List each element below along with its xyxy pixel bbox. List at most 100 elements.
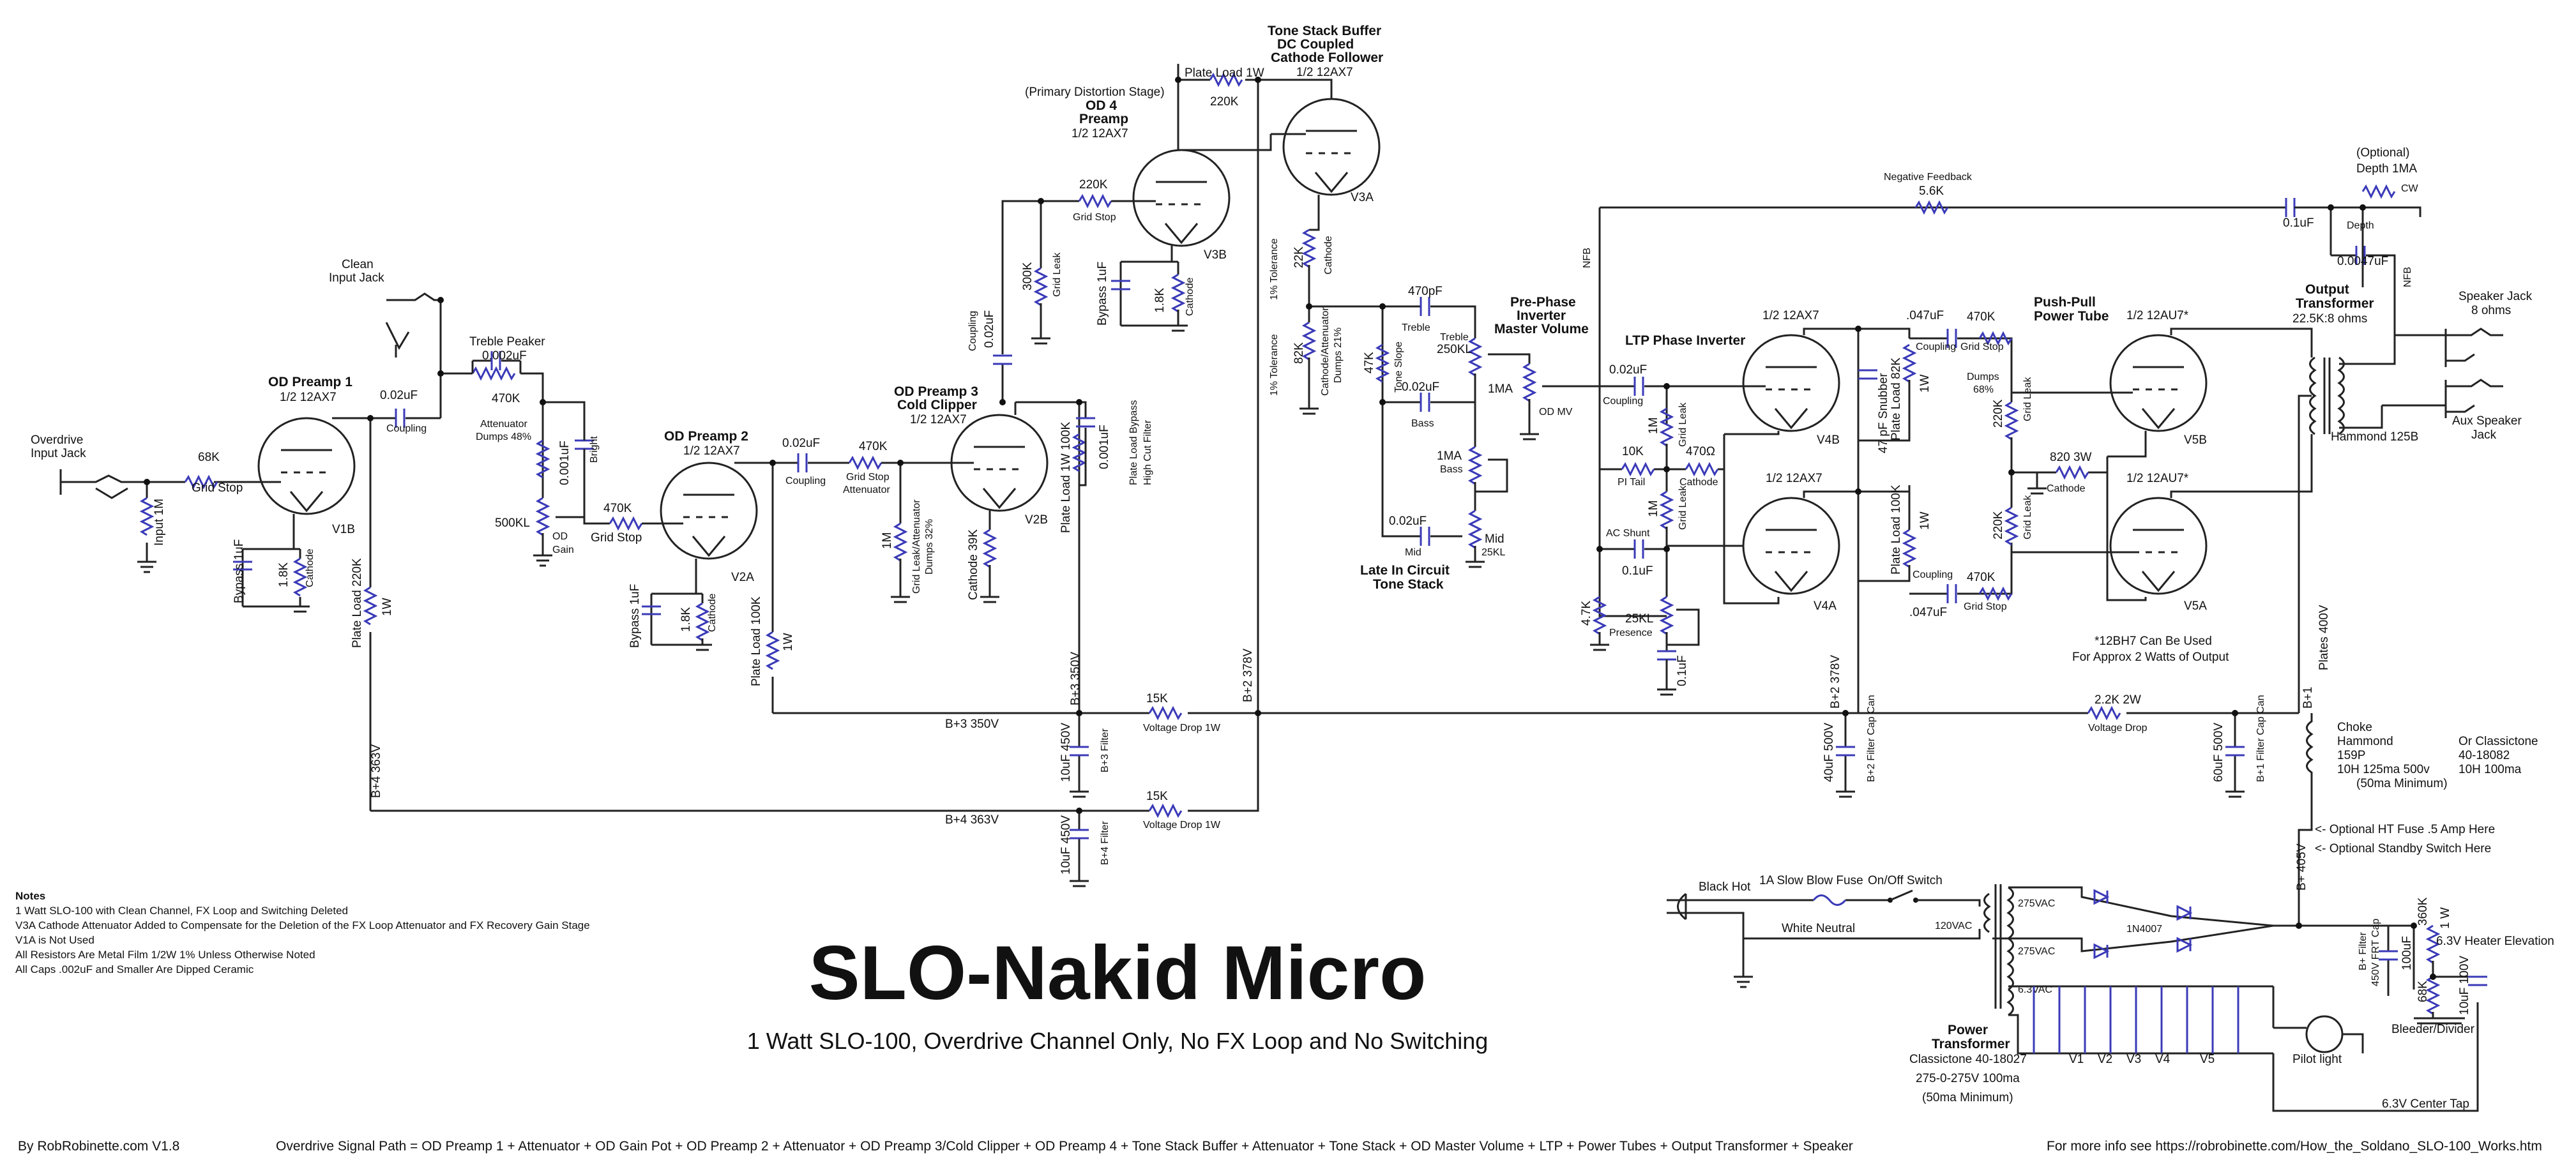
schematic-label: 25KL [1625, 612, 1653, 626]
schematic-label: 5.6K [1919, 184, 1944, 198]
schematic-label: 1W [381, 598, 394, 616]
pot-depth [2361, 184, 2396, 199]
schematic-label: 470Ω [1686, 445, 1715, 458]
schematic-label: (50ma Minimum) [2356, 777, 2448, 790]
schematic-label: Preamp [1079, 112, 1128, 126]
schematic-label: V2 [2098, 1053, 2112, 1066]
page-title: SLO-Nakid Micro [808, 930, 1427, 1016]
schematic-label: Cathode [1185, 277, 1195, 316]
schematic-label: 100uF [2400, 936, 2414, 970]
schematic-label: Pre-Phase [1510, 295, 1576, 310]
schematic-label: 0.02uF [1389, 515, 1427, 528]
schematic-label: Treble [1440, 332, 1469, 343]
schematic-label: 1A Slow Blow Fuse [1759, 874, 1863, 887]
schematic-label: 250KL [1437, 343, 1472, 356]
schematic-label: NFB [2402, 267, 2413, 287]
schematic-label: Depth 1MA [2356, 162, 2417, 176]
schematic-label: B+4 363V [945, 813, 999, 827]
schematic-label: Cold Clipper [897, 398, 977, 412]
resistor-plate-load-220k [363, 586, 378, 626]
schematic-label: Grid Leak/Attenuator [911, 499, 922, 594]
schematic-label: OD MV [1539, 407, 1573, 418]
schematic-label: OD Preamp 3 [894, 384, 978, 399]
schematic-label: V2B [1025, 513, 1048, 527]
schematic-label: V3A [1351, 191, 1374, 204]
schematic-label: 1W [1918, 511, 1932, 530]
schematic-label: OD Preamp 1 [268, 375, 352, 389]
schematic-label: 1/2 12AX7 [683, 444, 740, 458]
tube-v5a: V5A 1/2 12AU7* [2106, 472, 2208, 613]
schematic-label: Voltage Drop 1W [1143, 820, 1221, 831]
schematic-label: Mid [1485, 532, 1504, 546]
schematic-label: Grid Leak [1678, 485, 1688, 530]
schematic-label: Bypass 1uF [1096, 262, 1109, 326]
schematic-label: Cathode [707, 593, 718, 632]
schematic-label: B+4 Filter [1100, 820, 1110, 865]
schematic-label: Transformer [1932, 1037, 2010, 1051]
schematic-label: 22.5K:8 ohms [2292, 312, 2367, 326]
note-line: All Resistors Are Metal Film 1/2W 1% Unl… [15, 949, 315, 961]
schematic-label: Grid Leak [1678, 402, 1688, 447]
schematic-label: 1/2 12AU7* [2126, 472, 2189, 485]
on-off-switch[interactable]: On/Off Switch [1868, 874, 1981, 907]
schematic-label: For Approx 2 Watts of Output [2072, 651, 2229, 664]
tube-v3a: V3A Tone Stack Buffer DC Coupled Cathode… [1258, 24, 1383, 204]
schematic-label: Grid Stop [192, 481, 243, 495]
schematic-label: Bright [589, 436, 600, 463]
schematic-label: Jack [2471, 428, 2497, 442]
schematic-label: Power [1948, 1023, 1988, 1037]
schematic-label: Push-Pull [2034, 295, 2096, 310]
schematic-label: 68K [2416, 981, 2430, 1002]
choke: Choke Hammond 159P 10H 125ma 500v (50ma … [2298, 713, 2538, 894]
schematic-label: 1MA [1488, 382, 1513, 396]
schematic-label: 470K [603, 502, 632, 515]
schematic-label: Dumps 32% [924, 519, 935, 575]
schematic-label: Overdrive [31, 433, 83, 447]
schematic-label: Grid Leak [2022, 377, 2033, 421]
schematic-label: Plate Load 100K [750, 596, 763, 686]
schematic-label: Black Hot [1699, 880, 1751, 894]
schematic-label: 6.3V Heater Elevation [2436, 935, 2554, 948]
aux-speaker-jack: Aux Speaker Jack [2444, 379, 2522, 442]
schematic-label: Late In Circuit [1360, 563, 1450, 578]
resistor-68k [184, 474, 218, 490]
schematic-label: V4B [1817, 433, 1840, 447]
tube-v3b: V3B (Primary Distortion Stage) OD 4 Prea… [1025, 86, 1231, 262]
schematic-label: CW [2401, 183, 2419, 194]
schematic-label: 1.8K [1153, 288, 1167, 313]
schematic-label: 0.1uF [1622, 564, 1653, 578]
schematic-label: 275-0-275V 100ma [1916, 1072, 2020, 1085]
schematic-label: 1M [1647, 501, 1660, 517]
schematic-label: Mid [1405, 547, 1421, 558]
schematic-label: NFB [1582, 248, 1593, 268]
footer-author: By RobRobinette.com V1.8 [18, 1139, 180, 1154]
schematic-label: PI Tail [1618, 477, 1645, 488]
schematic-label: Coupling [1913, 569, 1953, 580]
schematic-label: 220K [1210, 95, 1239, 109]
schematic-label: 15K [1146, 692, 1168, 705]
output-transformer: Output Transformer 22.5K:8 ohms Hammond … [2292, 282, 2418, 444]
schematic-label: Master Volume [1494, 322, 1589, 336]
notes-block: Notes 1 Watt SLO-100 with Clean Channel,… [15, 889, 590, 977]
schematic-label: 68K [198, 451, 220, 464]
schematic-label: Voltage Drop 1W [1143, 723, 1221, 734]
schematic-label: 1W [782, 633, 795, 651]
schematic-label: 0.1uF [1676, 655, 1689, 686]
schematic-label: 1/2 12AX7 [1296, 66, 1353, 79]
diode-4 [2176, 937, 2193, 953]
schematic-label: Coupling [386, 423, 427, 434]
schematic-label: 40uF 500V [1822, 723, 1836, 782]
schematic-label: Tone Stack Buffer [1268, 24, 1381, 38]
heater-string: V1 V2 V3 V4 V5 [2033, 986, 2239, 1066]
tube-v1b: V1B OD Preamp 1 1/2 12AX7 [257, 375, 356, 536]
power-plug: Black Hot White Neutral [1667, 880, 1981, 988]
schematic-label: B+3 Filter [1100, 728, 1110, 772]
schematic-label: 1/2 12AX7 [1762, 309, 1819, 322]
schematic-label: 1M [881, 532, 894, 549]
schematic-label: .047uF [1906, 309, 1944, 322]
schematic-label: 1% Tolerance [1269, 238, 1280, 300]
schematic-label: 120VAC [1935, 921, 1972, 931]
schematic-label: 0.1uF [2283, 216, 2314, 230]
schematic-label: 1.8K [679, 607, 693, 632]
schematic-label: 10H 125ma 500v [2337, 763, 2430, 776]
